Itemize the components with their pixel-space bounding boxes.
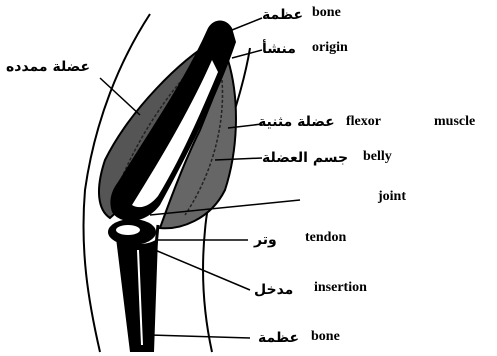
insertion-label-en: insertion xyxy=(314,281,367,295)
bone-top-label-en: bone xyxy=(312,6,341,20)
origin-label-en: origin xyxy=(312,41,348,55)
extensor-leader xyxy=(100,78,140,115)
bone-bottom-leader xyxy=(150,335,250,338)
muscle-label-en: muscle xyxy=(434,115,475,129)
bone-top-leader xyxy=(232,18,262,30)
bone-top-label-ar: عظمة xyxy=(262,8,303,22)
joint-label-en: joint xyxy=(378,190,406,204)
origin-leader xyxy=(232,50,262,58)
belly-label-ar: جسم العضلة xyxy=(262,151,348,165)
flexor-label-ar: عضلة مثنية xyxy=(258,115,335,129)
extensor-label-ar: عضلة ممدده xyxy=(6,60,90,74)
joint-highlight xyxy=(116,225,140,235)
belly-label-en: belly xyxy=(363,150,392,164)
bone-bottom-label-ar: عظمة xyxy=(258,331,299,345)
flexor-label-en: flexor xyxy=(346,115,381,129)
tendon xyxy=(156,225,158,246)
tendon-label-en: tendon xyxy=(305,231,346,245)
insertion-label-ar: مدخل xyxy=(254,283,293,297)
bone-bottom-label-en: bone xyxy=(311,330,340,344)
tendon-label-ar: وتر xyxy=(254,233,277,247)
origin-label-ar: منشأ xyxy=(262,42,296,56)
